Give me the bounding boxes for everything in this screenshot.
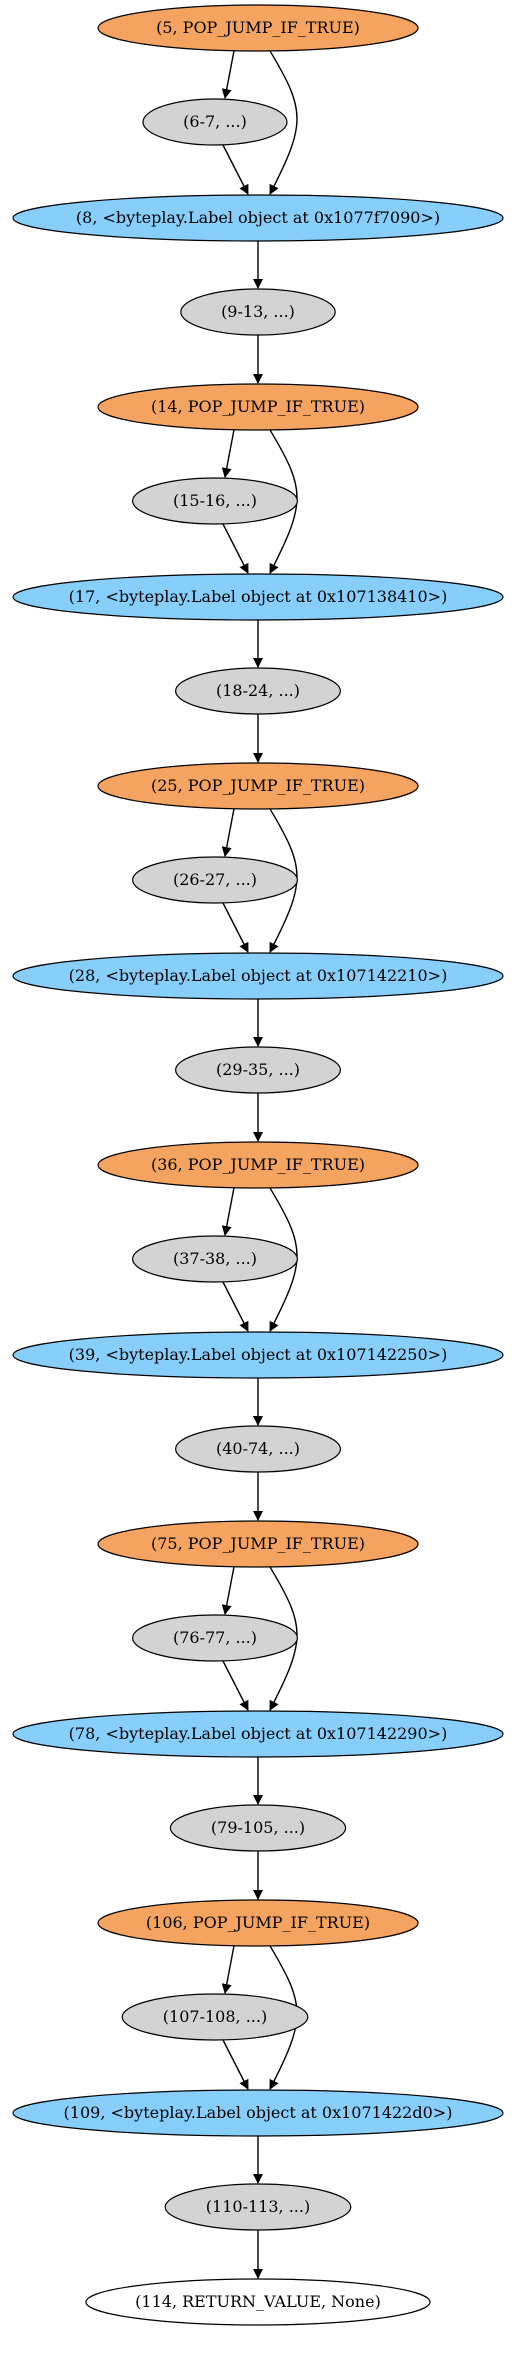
node-label: (39, <byteplay.Label object at 0x1071422… [12, 1331, 504, 1379]
node-ellipse [12, 573, 504, 621]
node-label: (40-74, ...) [216, 1439, 300, 1458]
node-ellipse [12, 1331, 504, 1379]
node-ellipse [132, 856, 299, 904]
node-block: (29-35, ...) [175, 1046, 342, 1094]
edge-n76-n78 [222, 1660, 249, 1711]
edges-layer [221, 50, 298, 2279]
edge-n25-n26 [221, 808, 235, 857]
edge-n6-n8 [222, 144, 249, 195]
node-jump: (25, POP_JUMP_IF_TRUE) [97, 762, 419, 810]
node-label: (28, <byteplay.Label object at 0x1071422… [12, 952, 504, 1000]
node-ellipse [142, 98, 288, 146]
node-block: (9-13, ...) [180, 288, 336, 336]
node-ellipse [97, 1899, 419, 1947]
edge-n5-n6 [221, 50, 235, 99]
node-ellipse [97, 1520, 419, 1568]
node-label: (28, <byteplay.Label object at 0x1071422… [69, 966, 448, 985]
node-ellipse [175, 1046, 342, 1094]
node-label: (107-108, ...) [163, 2007, 267, 2026]
node-label: (75, POP_JUMP_IF_TRUE) [151, 1534, 365, 1553]
node-ellipse [175, 1425, 342, 1473]
node-block: (107-108, ...) [121, 1993, 309, 2041]
edge-n107-n109 [222, 2039, 249, 2090]
node-jump: (75, POP_JUMP_IF_TRUE) [97, 1520, 419, 1568]
node-ellipse [164, 2183, 352, 2231]
node-ellipse [12, 2089, 504, 2137]
node-block: (110-113, ...) [164, 2183, 352, 2231]
node-label: (14, POP_JUMP_IF_TRUE) [151, 397, 365, 416]
node-label: (39, <byteplay.Label object at 0x1071422… [69, 1345, 448, 1364]
node-label: (17, <byteplay.Label object at 0x1071384… [69, 587, 448, 606]
node-jump: (36, POP_JUMP_IF_TRUE) [97, 1141, 419, 1189]
edge-n5-n8 [269, 50, 298, 195]
node-ellipse [12, 1710, 504, 1758]
node-ellipse [132, 1614, 299, 1662]
node-label: (15-16, ...) [173, 491, 257, 510]
node-label: (79-105, ...) [211, 1818, 305, 1837]
node-label: (110-113, ...) [206, 2197, 310, 2216]
edge-n37-n39 [222, 1281, 249, 1332]
edge-n14-n15 [221, 429, 235, 478]
node-label: (26-27, ...) [173, 870, 257, 889]
node-ellipse [97, 762, 419, 810]
node-label: (109, <byteplay.Label object at 0x107142… [12, 2089, 504, 2137]
edge-n26-n28 [222, 902, 249, 953]
node-block: (18-24, ...) [175, 667, 342, 715]
node-label: (78, <byteplay.Label object at 0x1071422… [69, 1724, 448, 1743]
edge-n15-n17 [222, 523, 249, 574]
node-final: (114, RETURN_VALUE, None) [85, 2278, 431, 2326]
node-label: (36, POP_JUMP_IF_TRUE) [151, 1155, 365, 1174]
node-ellipse [180, 288, 336, 336]
node-ellipse [132, 1235, 299, 1283]
node-label: (8, <byteplay.Label object at 0x1077f709… [76, 208, 440, 227]
node-label: (76-77, ...) [173, 1628, 257, 1647]
node-label: (114, RETURN_VALUE, None) [135, 2292, 381, 2311]
node-label: (9-13, ...) [221, 302, 295, 321]
node-ellipse [12, 952, 504, 1000]
node-ellipse [169, 1804, 347, 1852]
node-label: (109, <byteplay.Label object at 0x107142… [64, 2103, 453, 2122]
node-ellipse [175, 667, 342, 715]
node-block: (76-77, ...) [132, 1614, 299, 1662]
node-jump: (5, POP_JUMP_IF_TRUE) [97, 4, 419, 52]
node-label: (25, POP_JUMP_IF_TRUE) [151, 776, 365, 795]
node-block: (6-7, ...) [142, 98, 288, 146]
node-label: (5, POP_JUMP_IF_TRUE) [156, 18, 360, 37]
node-label: (8, <byteplay.Label object at 0x1077f709… [12, 194, 504, 242]
node-ellipse [132, 477, 299, 525]
node-label: (29-35, ...) [216, 1060, 300, 1079]
node-ellipse [121, 1993, 309, 2041]
node-ellipse [97, 1141, 419, 1189]
node-label: (106, POP_JUMP_IF_TRUE) [146, 1913, 370, 1932]
node-label: (6-7, ...) [183, 112, 247, 131]
node-label: (37-38, ...) [173, 1249, 257, 1268]
node-block: (37-38, ...) [132, 1235, 299, 1283]
node-label: (17, <byteplay.Label object at 0x1071384… [12, 573, 504, 621]
node-label: (18-24, ...) [216, 681, 300, 700]
node-jump: (106, POP_JUMP_IF_TRUE) [97, 1899, 419, 1947]
node-ellipse [97, 383, 419, 431]
nodes-layer: (5, POP_JUMP_IF_TRUE) (6-7, ...) (8, <byte… [12, 4, 504, 2326]
node-block: (26-27, ...) [132, 856, 299, 904]
node-jump: (14, POP_JUMP_IF_TRUE) [97, 383, 419, 431]
edge-n36-n37 [221, 1187, 235, 1236]
node-ellipse [85, 2278, 431, 2326]
edge-n75-n76 [221, 1566, 235, 1615]
node-block: (15-16, ...) [132, 477, 299, 525]
node-block: (40-74, ...) [175, 1425, 342, 1473]
edge-n106-n107 [221, 1945, 235, 1994]
node-block: (79-105, ...) [169, 1804, 347, 1852]
node-ellipse [12, 194, 504, 242]
node-ellipse [97, 4, 419, 52]
node-label: (78, <byteplay.Label object at 0x1071422… [12, 1710, 504, 1758]
